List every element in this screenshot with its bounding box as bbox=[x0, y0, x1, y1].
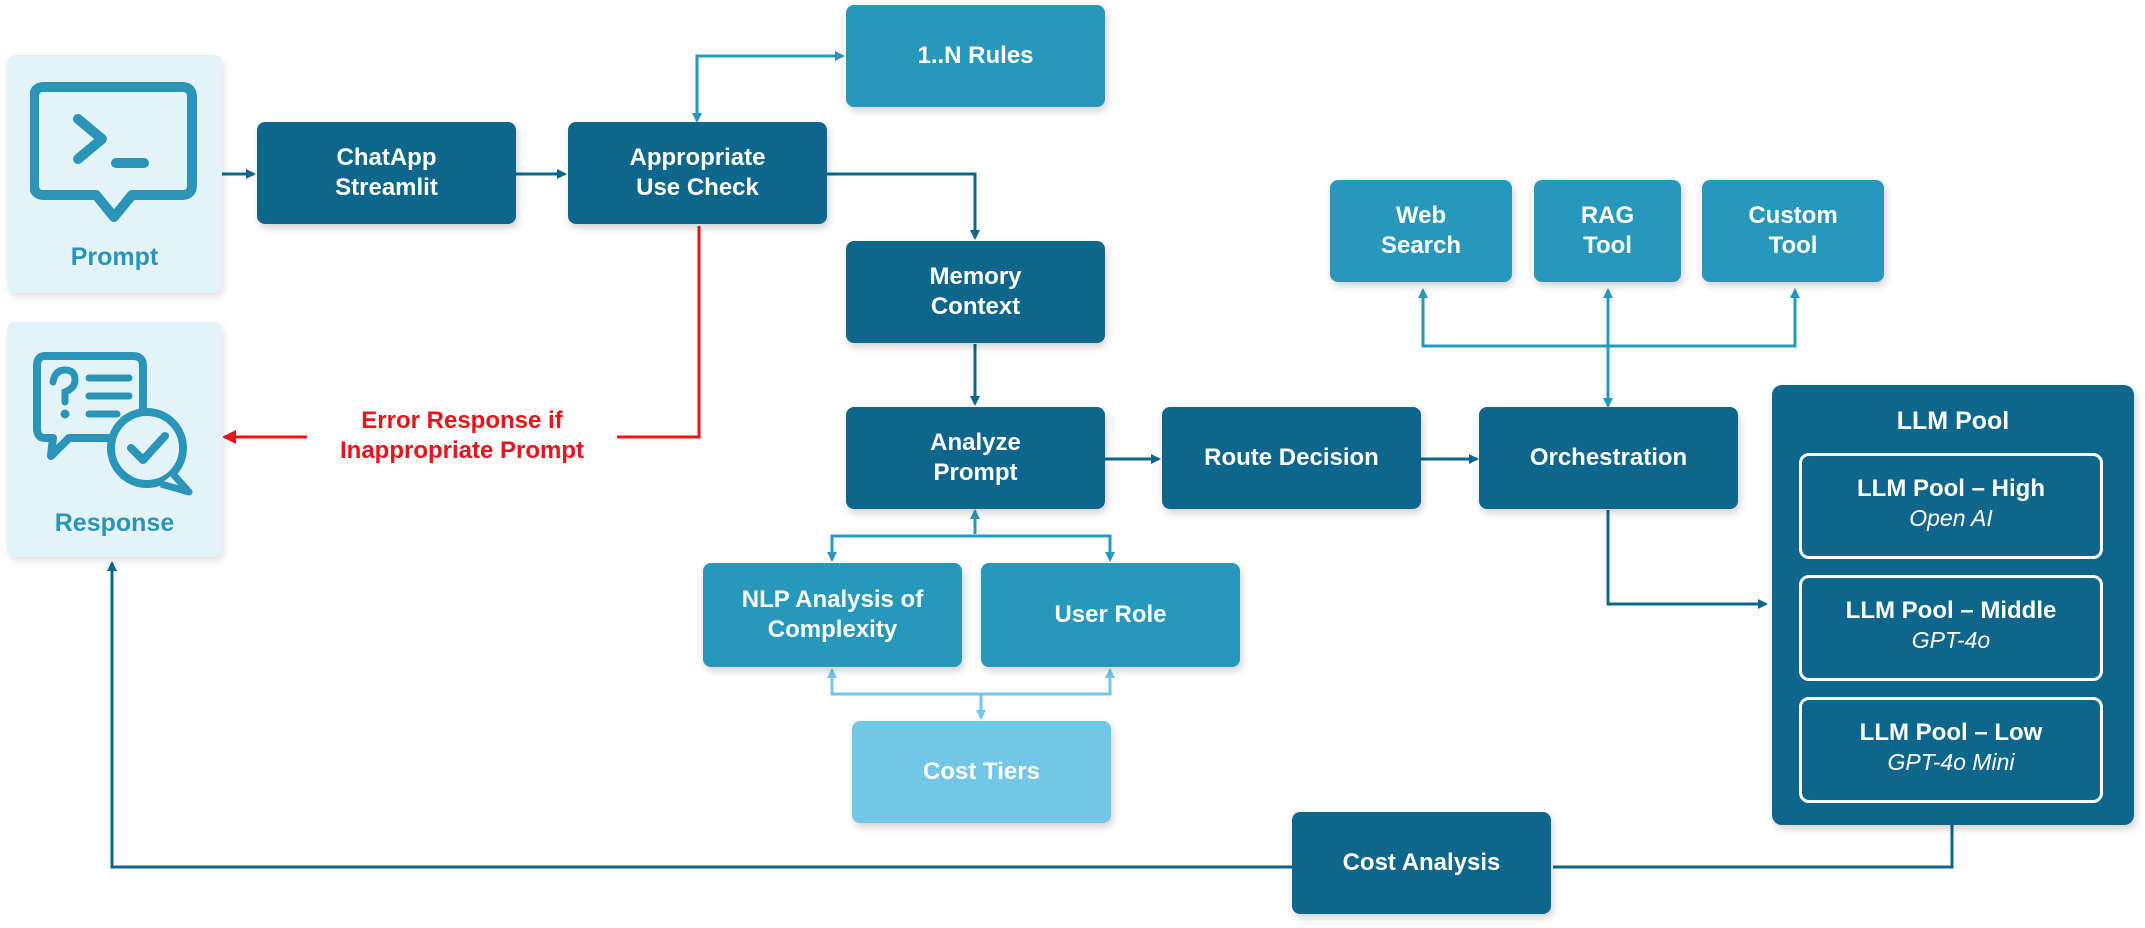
llm-pool-high: LLM Pool – High Open AI bbox=[1799, 453, 2103, 559]
response-panel: Response bbox=[7, 322, 222, 557]
llm-pool-high-name: LLM Pool – High bbox=[1857, 475, 2045, 502]
llm-pool-low: LLM Pool – Low GPT-4o Mini bbox=[1799, 697, 2103, 803]
llm-pool-low-model: GPT-4o Mini bbox=[1887, 749, 2015, 775]
orchestration-node: Orchestration bbox=[1479, 407, 1738, 509]
edge-costanalysis-response bbox=[107, 561, 1292, 869]
cost-analysis-node: Cost Analysis bbox=[1292, 812, 1551, 914]
llm-pool-middle-name: LLM Pool – Middle bbox=[1845, 597, 2057, 624]
edge-usecheck-memory bbox=[827, 172, 980, 240]
nlp-analysis-node: NLP Analysis of Complexity bbox=[703, 563, 962, 667]
edge-orch-llmpool bbox=[1606, 510, 1768, 609]
edge-usecheck-rules bbox=[692, 51, 845, 123]
rag-tool-node: RAG Tool bbox=[1534, 180, 1681, 282]
edge-analyze-nlp-role bbox=[827, 534, 1115, 562]
error-response-label: Error Response if Inappropriate Prompt bbox=[339, 407, 585, 464]
custom-tool-node: Custom Tool bbox=[1702, 180, 1884, 282]
memory-context-node: Memory Context bbox=[846, 241, 1105, 343]
llm-pool-middle: LLM Pool – Middle GPT-4o bbox=[1799, 575, 2103, 681]
chatapp-streamlit-node: ChatApp Streamlit bbox=[257, 122, 516, 224]
web-search-node: Web Search bbox=[1330, 180, 1512, 282]
terminal-chat-icon bbox=[30, 82, 197, 222]
analyze-prompt-node: Analyze Prompt bbox=[846, 407, 1105, 509]
use-check-node: Appropriate Use Check bbox=[568, 122, 827, 224]
llm-pool-title: LLM Pool bbox=[1896, 407, 2010, 435]
edge-tools-branch bbox=[1418, 288, 1800, 348]
llm-pool-low-name: LLM Pool – Low bbox=[1859, 719, 2043, 746]
response-label: Response bbox=[54, 509, 175, 537]
user-role-node: User Role bbox=[981, 563, 1240, 667]
edge-costtiers-hub bbox=[827, 668, 1115, 696]
rules-node: 1..N Rules bbox=[846, 5, 1105, 107]
cost-tiers-node: Cost Tiers bbox=[852, 721, 1111, 823]
edge-llmpool-costanalysis bbox=[1553, 825, 1954, 869]
route-decision-node: Route Decision bbox=[1162, 407, 1421, 509]
prompt-label: Prompt bbox=[70, 243, 159, 271]
prompt-panel: Prompt bbox=[7, 55, 222, 293]
llm-pool-high-model: Open AI bbox=[1909, 505, 1993, 531]
faq-chat-icon bbox=[33, 352, 193, 496]
llm-pool-group: LLM Pool LLM Pool – High Open AI LLM Poo… bbox=[1772, 385, 2134, 825]
edge-error-line-a bbox=[617, 226, 701, 439]
llm-pool-middle-model: GPT-4o bbox=[1911, 627, 1991, 653]
